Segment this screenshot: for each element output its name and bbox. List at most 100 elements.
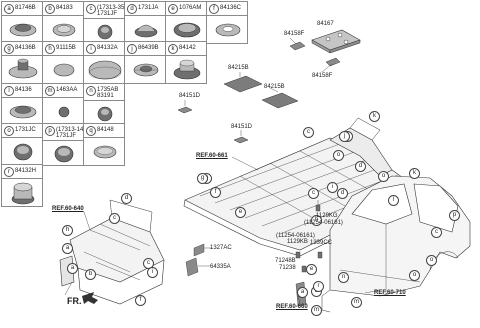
label-84215B-a: 84215B bbox=[228, 65, 249, 71]
ref-60-640[interactable]: REF.60-640 bbox=[52, 206, 84, 212]
cell-divider bbox=[2, 178, 42, 179]
cell-divider bbox=[43, 55, 83, 56]
cell-divider bbox=[207, 15, 247, 16]
part-illustration-l bbox=[9, 105, 37, 119]
callout-floor-9: d bbox=[337, 188, 348, 199]
cell-part-code: 84136B bbox=[15, 45, 36, 51]
cell-divider bbox=[84, 18, 124, 19]
cell-divider bbox=[166, 15, 206, 16]
cell-divider bbox=[2, 15, 42, 16]
cell-part-code: 84136C bbox=[220, 5, 242, 11]
cell-divider bbox=[84, 100, 124, 101]
cell-letter: c bbox=[86, 4, 96, 14]
ref-60-710[interactable]: REF.60-710 bbox=[374, 290, 406, 296]
bracket-64335A bbox=[185, 257, 210, 277]
cell-part-code-secondary: 1731JF bbox=[56, 133, 77, 139]
callout-side-2: c bbox=[431, 227, 442, 238]
part-illustration-p bbox=[54, 145, 74, 163]
part-84215B-pad-b bbox=[261, 87, 299, 109]
cell-letter: o bbox=[4, 126, 14, 136]
ref-60-661[interactable]: REF.60-661 bbox=[196, 153, 228, 159]
cell-letter: e bbox=[168, 4, 178, 14]
cell-letter: a bbox=[4, 4, 14, 14]
part-illustration-q bbox=[93, 145, 117, 159]
cell-part-code: 1076AM bbox=[179, 5, 202, 11]
callout-floor-7: o bbox=[378, 171, 389, 182]
fastener-1339CC bbox=[317, 251, 323, 259]
cell-part-code: 1731JA bbox=[138, 5, 159, 11]
cell-part-code: 86439B bbox=[138, 45, 159, 51]
part-84215B-pad-a bbox=[223, 72, 263, 93]
part-illustration-d bbox=[134, 24, 158, 38]
cell-divider bbox=[43, 15, 83, 16]
callout-side-10: m bbox=[311, 305, 322, 316]
cell-part-code: 84142 bbox=[179, 45, 196, 51]
callout-side-6: m bbox=[351, 297, 362, 308]
cell-part-code: 81746B bbox=[15, 5, 36, 11]
part-illustration-c bbox=[97, 24, 113, 40]
part-illustration-h bbox=[53, 63, 75, 77]
callout-front-6: f bbox=[135, 295, 146, 306]
label-71238: 71238 bbox=[279, 265, 296, 271]
front-label: FR. bbox=[67, 296, 82, 306]
cell-letter: b bbox=[45, 4, 55, 14]
cell-letter: q bbox=[86, 126, 96, 136]
cell-letter: d bbox=[127, 4, 137, 14]
label-11254-06161-a: (11254-06161) bbox=[304, 220, 343, 226]
part-84151D-pad-a bbox=[177, 100, 193, 114]
part-illustration-r bbox=[11, 182, 35, 205]
part-illustration-g bbox=[8, 58, 38, 79]
cell-letter: g bbox=[4, 44, 14, 54]
callout-floor-6: d bbox=[355, 161, 366, 172]
part-illustration-i bbox=[88, 60, 122, 80]
label-84151D-a: 84151D bbox=[179, 93, 201, 99]
cell-letter: n bbox=[86, 86, 96, 96]
callout-floor-4: k bbox=[369, 111, 380, 122]
callout-floor-14: i bbox=[327, 182, 338, 193]
callout-front-0: d bbox=[121, 193, 132, 204]
cell-part-code: 84148 bbox=[97, 127, 114, 133]
part-84167-mat bbox=[311, 29, 361, 54]
side-body-assembly bbox=[321, 175, 471, 313]
callout-front-4: b bbox=[85, 269, 96, 280]
callout-floor-5: k bbox=[409, 168, 420, 179]
cell-divider bbox=[84, 55, 124, 56]
callout-side-3: o bbox=[426, 255, 437, 266]
part-84151D-pad-b bbox=[233, 130, 249, 144]
callout-floor-10: g bbox=[197, 173, 208, 184]
callout-floor-3: c bbox=[303, 127, 314, 138]
label-84158F-top: 84158F bbox=[284, 31, 305, 37]
cell-letter: k bbox=[168, 44, 178, 54]
cell-letter: l bbox=[4, 86, 14, 96]
bracket-1327AC bbox=[193, 243, 212, 257]
part-illustration-a bbox=[9, 23, 37, 37]
callout-floor-11: f bbox=[210, 187, 221, 198]
ref-60-660[interactable]: REF.60-660 bbox=[276, 304, 308, 310]
cell-part-code: 1735AB bbox=[97, 87, 119, 93]
label-1327AC: 1327AC bbox=[210, 245, 232, 251]
label-64335A: 64335A bbox=[210, 264, 231, 270]
cell-part-code: 84132H bbox=[15, 168, 37, 174]
label-1129KG: 1129KG bbox=[316, 213, 338, 219]
part-illustration-n bbox=[97, 106, 113, 122]
cell-divider bbox=[166, 55, 206, 56]
cell-letter: p bbox=[45, 126, 55, 136]
cell-letter: h bbox=[45, 44, 55, 54]
label-1339CC: 1339CC bbox=[310, 240, 333, 246]
cell-divider bbox=[43, 97, 83, 98]
label-11254-06161-b: (11254-06161) bbox=[276, 233, 315, 239]
cell-part-code: 84132A bbox=[97, 45, 118, 51]
cell-divider bbox=[2, 97, 42, 98]
cell-part-code: 84136 bbox=[15, 87, 32, 93]
callout-floor-12: e bbox=[235, 207, 246, 218]
callout-side-5: n bbox=[338, 272, 349, 283]
callout-side-1: p bbox=[449, 210, 460, 221]
